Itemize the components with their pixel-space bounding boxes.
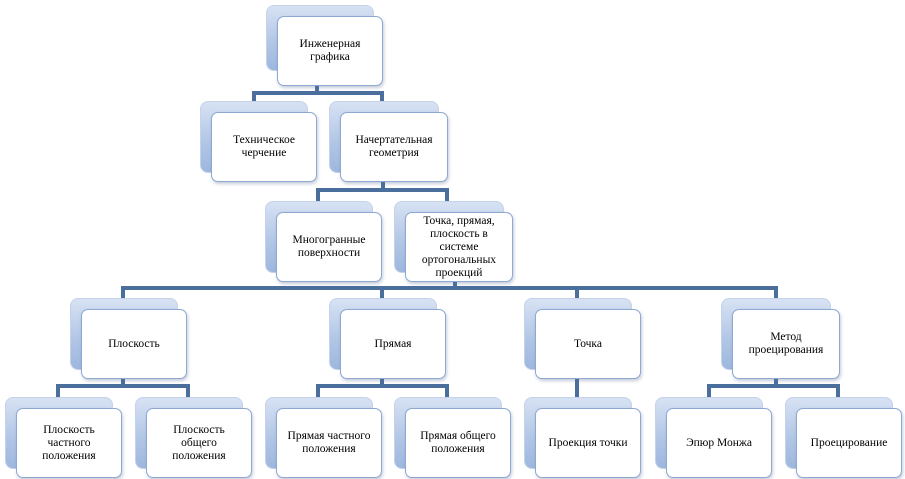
node-label: Прямая частного положения bbox=[287, 430, 371, 455]
node-label: Инженерная графика bbox=[299, 38, 361, 63]
node-label: Прямая bbox=[374, 337, 412, 350]
node-label: Начертательная геометрия bbox=[355, 134, 433, 159]
node-label: Эпюр Монжа bbox=[686, 436, 752, 449]
node-label: Точка bbox=[574, 337, 602, 350]
node-label: Плоскость частного положения bbox=[42, 423, 96, 462]
node-label: Точка, прямая, плоскость в системе ортог… bbox=[421, 214, 497, 279]
node-label: Прямая общего положения bbox=[420, 430, 496, 455]
node-label: Многогранные поверхности bbox=[292, 234, 366, 259]
node-label: Техническое черчение bbox=[233, 134, 295, 159]
node-label: Проекция точки bbox=[548, 436, 628, 449]
node-label: Плоскость bbox=[108, 337, 160, 350]
node-label: Плоскость общего положения bbox=[172, 423, 226, 462]
node-label: Проецирование bbox=[810, 436, 888, 449]
node-label: Метод проецирования bbox=[748, 331, 824, 356]
